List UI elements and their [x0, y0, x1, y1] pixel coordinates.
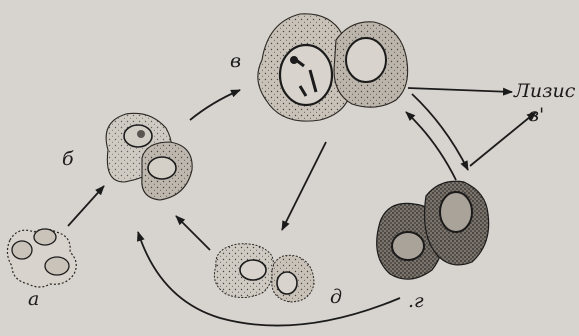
arrow-v-to-d — [282, 142, 326, 230]
arrow-v-to-lysis — [408, 88, 512, 92]
arrow-g-to-v — [406, 112, 456, 180]
cell-group-v — [258, 14, 408, 121]
arrow-v-to-g — [412, 94, 468, 170]
label-d: д — [330, 288, 342, 307]
arrow-a-to-b — [68, 186, 104, 226]
label-a: а — [28, 290, 39, 309]
arrow-d-to-b — [176, 216, 210, 250]
label-v: в — [230, 52, 241, 71]
arrow-b-to-v — [190, 90, 240, 120]
cell-group-a — [7, 229, 76, 287]
label-lysis: Лизис — [514, 82, 575, 101]
label-g: .г — [408, 292, 424, 311]
arrow-g-to-lysis — [470, 112, 536, 166]
label-v-prime: в' — [528, 106, 544, 125]
cell-group-d — [214, 244, 314, 302]
label-b: б — [62, 150, 74, 169]
cell-group-b — [106, 113, 192, 200]
cell-group-g — [377, 181, 489, 279]
